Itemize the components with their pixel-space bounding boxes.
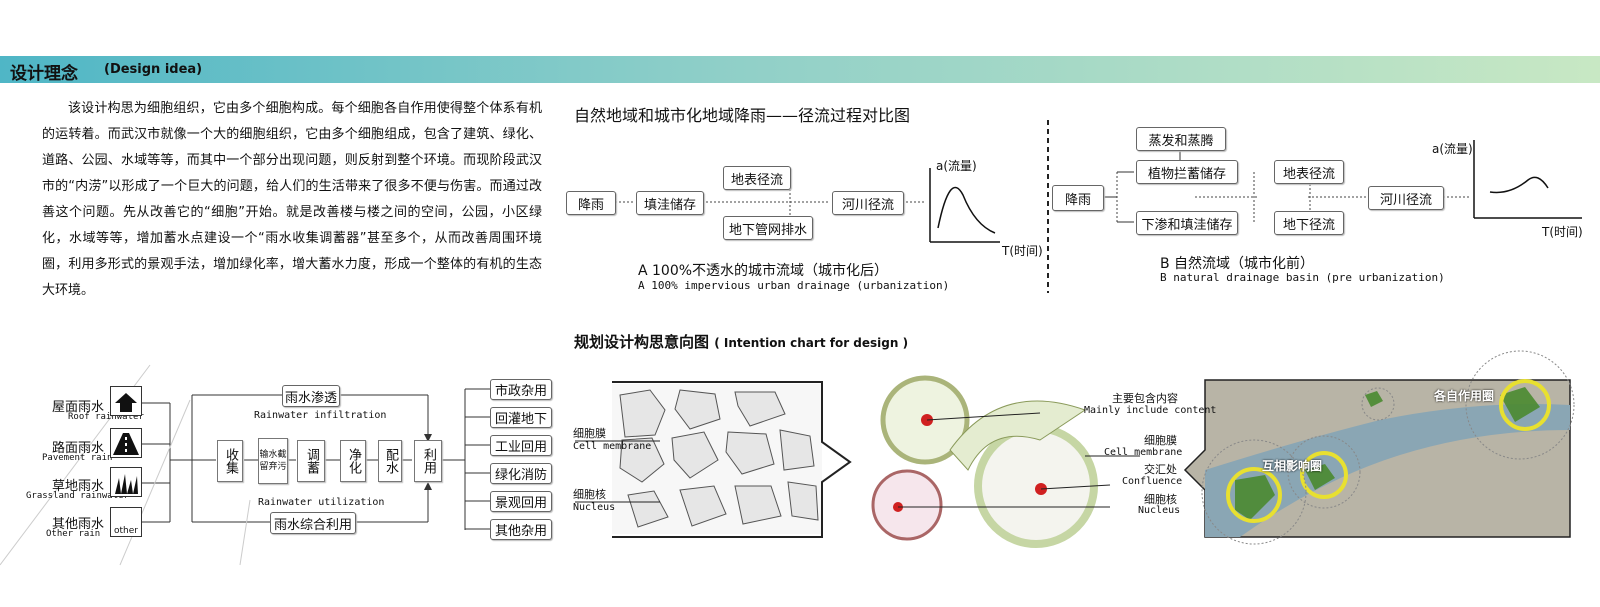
runoff-title: 自然地域和城市化地域降雨——径流过程对比图: [574, 106, 911, 125]
source-grass-cn: 草地雨水: [52, 479, 105, 494]
infiltration-en: Rainwater infiltration: [254, 410, 387, 421]
step-convey: 输水截留弃污: [258, 438, 288, 484]
b-x-axis: T(时间): [1542, 225, 1583, 239]
b-y-axis: a(流量): [1432, 142, 1473, 156]
source-pavement-cn: 路面雨水: [52, 441, 105, 456]
intro-paragraph: 该设计构思为细胞组织，它由多个细胞构成。每个细胞各自作用使得整个体系有机的运转着…: [42, 101, 542, 298]
map-label-mutual: 互相影响圈: [1262, 459, 1323, 473]
step-use: 利用: [414, 440, 442, 482]
source-grass-en: Grassland rainwater: [26, 491, 129, 501]
step-store: 调蓄: [297, 440, 325, 482]
nucleus-label-cn: 细胞核: [573, 488, 606, 501]
intention-subtitle: ( Intention chart for design ): [714, 336, 909, 350]
membrane2-label-cn: 细胞膜: [1144, 434, 1177, 447]
a-pipe-box: 地下管网排水: [723, 216, 813, 240]
step-purify: 净化: [340, 440, 366, 482]
graph-a: [929, 168, 1000, 243]
b-surface-box: 地表径流: [1274, 160, 1344, 184]
source-roof-en: Roof rainwater: [68, 412, 144, 422]
intention-title: 规划设计构思意向图 ( Intention chart for design ): [574, 333, 909, 351]
source-other-cn: 其他雨水: [52, 517, 105, 532]
step-collect: 收集: [217, 440, 243, 482]
b-ground-box: 地下径流: [1274, 211, 1344, 235]
a-y-axis: a(流量): [936, 159, 977, 173]
nucleus2-label-en: Nucleus: [1138, 505, 1181, 516]
nucleus2-label-cn: 细胞核: [1144, 493, 1177, 506]
use-other: 其他杂用: [490, 519, 552, 540]
a-depression-box: 填洼储存: [636, 191, 704, 215]
confluence-label-cn: 交汇处: [1144, 463, 1177, 476]
b-caption-cn: B 自然流域（城市化前）: [1160, 256, 1315, 272]
infiltration-box: 雨水渗透: [282, 385, 340, 407]
cell-membrane-label-cn: 细胞膜: [573, 427, 606, 440]
b-infil-box: 下渗和填洼储存: [1136, 211, 1238, 235]
cell-circles: [871, 375, 1098, 548]
use-municipal: 市政杂用: [490, 379, 552, 400]
b-river-box: 河川径流: [1368, 186, 1444, 210]
source-roof-cn: 屋面雨水: [52, 400, 105, 415]
b-rain-box: 降雨: [1052, 185, 1104, 211]
map-label-own: 各自作用圈: [1434, 389, 1495, 403]
section-banner: 设计理念 (Design idea): [0, 56, 1600, 84]
nucleus-label-en: Nucleus: [573, 502, 616, 513]
other-icon: other: [110, 507, 142, 537]
content-label-cn: 主要包含内容: [1112, 392, 1178, 405]
use-recharge: 回灌地下: [490, 407, 552, 428]
road-icon: [110, 428, 142, 458]
b-evap-box: 蒸发和蒸腾: [1136, 127, 1226, 151]
cell-texture: [612, 384, 822, 534]
a-x-axis: T(时间): [1002, 244, 1043, 258]
source-other-en: Other rain: [46, 529, 101, 539]
cell-membrane-label-en: Cell membrane: [573, 441, 652, 452]
rainflow-lines: [140, 388, 490, 530]
step-distribute: 配水: [378, 440, 402, 482]
b-plant-box: 植物拦蓄储存: [1136, 160, 1238, 184]
a-surface-box: 地表径流: [723, 166, 791, 190]
grass-icon: [110, 467, 142, 497]
roof-icon: [110, 386, 142, 416]
a-rain-box: 降雨: [566, 191, 616, 215]
use-industrial: 工业回用: [490, 435, 552, 456]
content-label-en: Mainly include content: [1084, 405, 1217, 416]
confluence-label-en: Confluence: [1122, 476, 1183, 487]
banner-subtitle: (Design idea): [104, 62, 203, 77]
a-caption-cn: A 100%不透水的城市流域（城市化后）: [638, 263, 889, 279]
membrane2-label-en: Cell membrane: [1104, 447, 1183, 458]
source-pavement-en: Pavement rain: [42, 453, 113, 463]
banner-title: 设计理念: [10, 64, 78, 84]
use-greening: 绿化消防: [490, 463, 552, 484]
a-river-box: 河川径流: [832, 191, 904, 215]
graph-b: [1473, 140, 1582, 219]
b-caption-en: B natural drainage basin (pre urbanizati…: [1160, 271, 1445, 284]
utilization-en: Rainwater utilization: [258, 497, 385, 508]
a-caption-en: A 100% impervious urban drainage (urbani…: [638, 279, 950, 292]
use-landscape: 景观回用: [490, 491, 552, 512]
utilization-box: 雨水综合利用: [270, 512, 356, 534]
